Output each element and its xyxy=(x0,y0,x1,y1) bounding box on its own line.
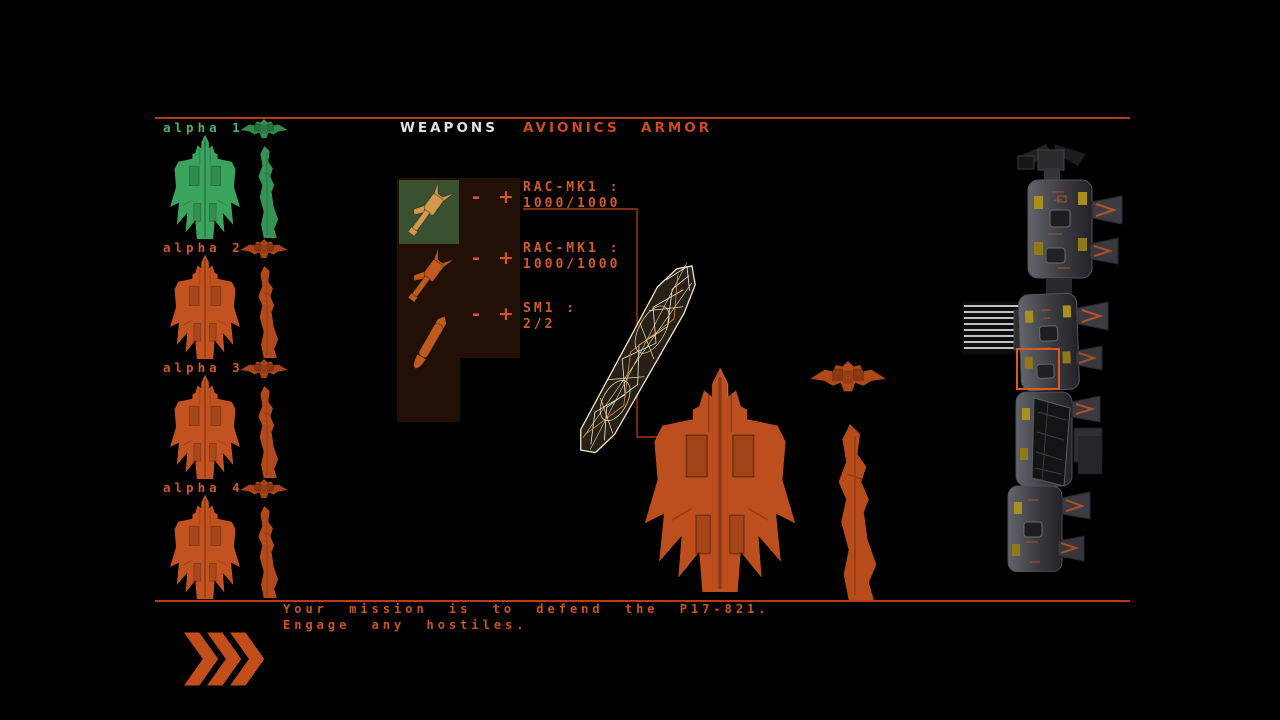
roster-label: alpha 2 xyxy=(163,240,244,255)
roster-entry-alpha-1[interactable]: alpha 1 xyxy=(160,118,292,240)
tab-armor[interactable]: ARMOR xyxy=(641,120,713,136)
selected-weapon-wireframe xyxy=(580,262,696,454)
tab-avionics[interactable]: AVIONICS xyxy=(523,120,620,136)
weapon-slot-2-thumbnail[interactable] xyxy=(399,246,459,310)
autocannon-icon xyxy=(399,246,459,310)
slot-1-decrease-button[interactable]: - xyxy=(472,186,480,208)
wingman-top-view xyxy=(163,255,247,359)
roster-label: alpha 4 xyxy=(163,480,244,495)
station-model xyxy=(962,144,1123,572)
roster-entry-alpha-4[interactable]: alpha 4 xyxy=(160,478,292,600)
launch-button[interactable] xyxy=(184,630,266,690)
divider-top xyxy=(155,117,1130,119)
player-ship-front-view xyxy=(808,356,888,398)
divider-bottom xyxy=(155,600,1130,602)
slot-3-increase-button[interactable]: + xyxy=(498,303,514,325)
missile-icon xyxy=(399,312,459,376)
wingman-side-view xyxy=(250,506,284,598)
roster-entry-alpha-2[interactable]: alpha 2 xyxy=(160,238,292,360)
player-ship-side-view xyxy=(828,424,882,600)
wingman-side-view xyxy=(250,146,284,238)
slot-2-increase-button[interactable]: + xyxy=(498,247,514,269)
autocannon-icon xyxy=(399,180,459,244)
wingman-top-view xyxy=(163,375,247,479)
player-ship-top-view xyxy=(640,361,800,599)
wingman-side-view xyxy=(250,386,284,478)
mission-text-line-1: Your mission is to defend the P17-821. xyxy=(283,602,770,616)
wingman-top-view xyxy=(163,135,247,239)
roster-label: alpha 3 xyxy=(163,360,244,375)
slot-2-decrease-button[interactable]: - xyxy=(472,247,480,269)
weapon-slot-3-thumbnail[interactable] xyxy=(399,312,459,376)
roster-label: alpha 1 xyxy=(163,120,244,135)
slot-1-weapon-count: 1000/1000 xyxy=(523,196,621,211)
slot-1-weapon-name: RAC-MK1 : xyxy=(523,180,621,195)
slot-3-weapon-count: 2/2 xyxy=(523,317,556,332)
weapons-panel-bg-column xyxy=(397,358,460,422)
roster-entry-alpha-3[interactable]: alpha 3 xyxy=(160,358,292,480)
triple-chevron-right-icon xyxy=(184,632,265,686)
slot-1-increase-button[interactable]: + xyxy=(498,186,514,208)
slot-3-weapon-name: SM1 : xyxy=(523,301,578,316)
wingman-top-view xyxy=(163,495,247,599)
slot-3-decrease-button[interactable]: - xyxy=(472,303,480,325)
weapon-slot-1-thumbnail[interactable] xyxy=(399,180,459,244)
mission-text-line-2: Engage any hostiles. xyxy=(283,618,528,632)
station-target-box xyxy=(1016,348,1060,390)
tab-weapons[interactable]: WEAPONS xyxy=(400,120,498,136)
wingman-side-view xyxy=(250,266,284,358)
